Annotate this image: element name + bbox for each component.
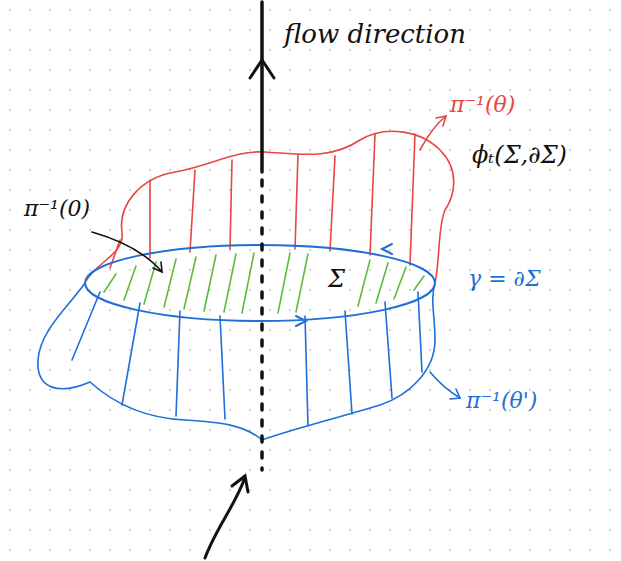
upper-surface (85, 116, 454, 283)
boundary-label: γ = ∂Σ (466, 266, 543, 291)
fiber-label: π⁻¹(θ') (464, 388, 539, 413)
flow-line (205, 2, 274, 558)
fiber-label: π⁻¹(θ) (448, 92, 517, 117)
flow-label: flow direction (282, 20, 468, 50)
fiber-label: π⁻¹(0) (22, 196, 92, 221)
surface-label: Σ (326, 266, 347, 294)
flow-image-label: ϕₜ(Σ,∂Σ) (470, 142, 569, 170)
boundary-curve (85, 244, 435, 326)
pointer-arrow (92, 232, 162, 272)
